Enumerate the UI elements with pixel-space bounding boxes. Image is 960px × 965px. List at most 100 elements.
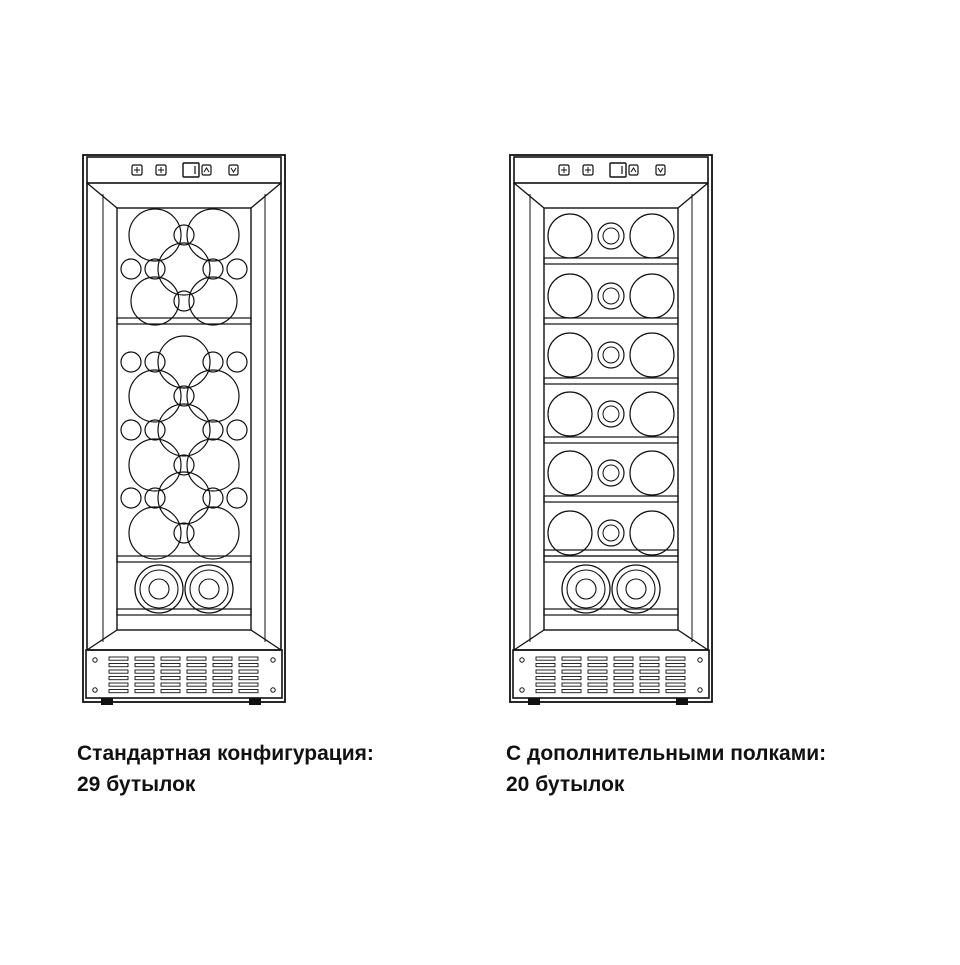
grille-slot <box>134 689 155 694</box>
bottle-neck <box>226 351 248 373</box>
bottle-neck <box>226 487 248 509</box>
bevel-line <box>250 182 282 209</box>
bottle-neck <box>173 290 195 312</box>
grille-slot <box>639 689 660 694</box>
grille-slot <box>238 663 259 668</box>
grille-slot <box>561 689 582 694</box>
grille-slot <box>587 689 608 694</box>
down-glyph <box>230 167 237 173</box>
bottle-base-inner <box>566 569 606 609</box>
bottle-neck <box>173 454 195 476</box>
bottle-base <box>186 208 240 262</box>
caption-extra-shelves-count: 20 бутылок <box>506 773 625 796</box>
bottle-base <box>134 564 184 614</box>
bottle-base <box>547 450 593 496</box>
bottle-neck <box>202 419 224 441</box>
grille-slot <box>613 689 634 694</box>
bottle-neck <box>597 400 625 428</box>
bevel-line <box>86 182 118 209</box>
up-button-icon <box>628 164 639 176</box>
kick-plate <box>512 649 710 699</box>
grille-slot <box>665 689 686 694</box>
foot-right <box>249 698 261 705</box>
grille-slot <box>639 676 660 681</box>
grille-slot <box>535 676 556 681</box>
grille-slot <box>587 676 608 681</box>
bottle-neck-inner <box>602 227 620 245</box>
bottle-neck <box>597 341 625 369</box>
bottle-base <box>629 273 675 319</box>
down-glyph <box>657 167 664 173</box>
grille-slot <box>238 689 259 694</box>
grille-slot <box>613 682 634 687</box>
grille-slot <box>186 676 207 681</box>
grille-slot <box>160 663 181 668</box>
bottle-base <box>186 369 240 423</box>
bevel-line <box>513 182 545 209</box>
grille-slot <box>212 676 233 681</box>
grille-slot <box>160 676 181 681</box>
grille-slot <box>134 682 155 687</box>
grille-slot <box>535 669 556 674</box>
grille-slot <box>186 656 207 661</box>
bottle-base <box>611 564 661 614</box>
grille-slot <box>535 663 556 668</box>
grille-slot <box>186 669 207 674</box>
bottle-neck <box>120 419 142 441</box>
snowflake-button-icon <box>558 164 570 176</box>
bottle-base <box>629 213 675 259</box>
bottle-neck <box>120 351 142 373</box>
grille-slot <box>665 676 686 681</box>
bottle-base <box>130 276 180 326</box>
bottle-neck <box>226 419 248 441</box>
screw-icon <box>92 657 98 663</box>
grille-slot <box>212 682 233 687</box>
bottle-neck-inner <box>602 346 620 364</box>
grille-slot <box>108 656 129 661</box>
bottle-base-inner <box>139 569 179 609</box>
bottle-neck <box>144 258 166 280</box>
grille-slot <box>134 669 155 674</box>
grille-slot <box>108 676 129 681</box>
caption-extra-shelves-title: С дополнительными полками: <box>506 742 827 765</box>
kick-plate <box>85 649 283 699</box>
grille-slot <box>587 656 608 661</box>
bottle-base <box>188 276 238 326</box>
grille-slot <box>613 669 634 674</box>
fridge-standard-config <box>82 154 286 705</box>
bottle-base <box>184 564 234 614</box>
cabinet-body <box>82 154 286 703</box>
bottle-base-inner <box>189 569 229 609</box>
grille-slot <box>665 669 686 674</box>
grille-slot <box>639 663 660 668</box>
shelf <box>543 495 679 503</box>
grille-slot <box>561 676 582 681</box>
grille-slot <box>134 656 155 661</box>
grille-slot <box>108 689 129 694</box>
caption-standard-config: Стандартная конфигурация: 29 бутылок <box>77 738 374 800</box>
bottle-neck <box>202 487 224 509</box>
down-button-icon <box>655 164 666 176</box>
grille-slot <box>108 669 129 674</box>
bottle-base <box>128 369 182 423</box>
bottle-punt <box>148 578 170 600</box>
bottle-base <box>547 213 593 259</box>
grille-slot <box>212 656 233 661</box>
bottle-base <box>128 438 182 492</box>
bottle-neck <box>597 459 625 487</box>
shelf <box>116 317 252 325</box>
foot-right <box>676 698 688 705</box>
grille-slot <box>665 682 686 687</box>
grille-slot <box>108 682 129 687</box>
caption-standard-count: 29 бутылок <box>77 773 196 796</box>
bottle-neck <box>597 222 625 250</box>
grille-slot <box>613 656 634 661</box>
light-button-icon <box>582 164 594 176</box>
bevel-line <box>677 629 709 651</box>
light-button-icon <box>155 164 167 176</box>
shelf <box>543 549 679 557</box>
bevel-line <box>677 182 709 209</box>
bottle-base <box>547 510 593 556</box>
bevel-line <box>250 629 282 651</box>
grille-slot <box>160 682 181 687</box>
